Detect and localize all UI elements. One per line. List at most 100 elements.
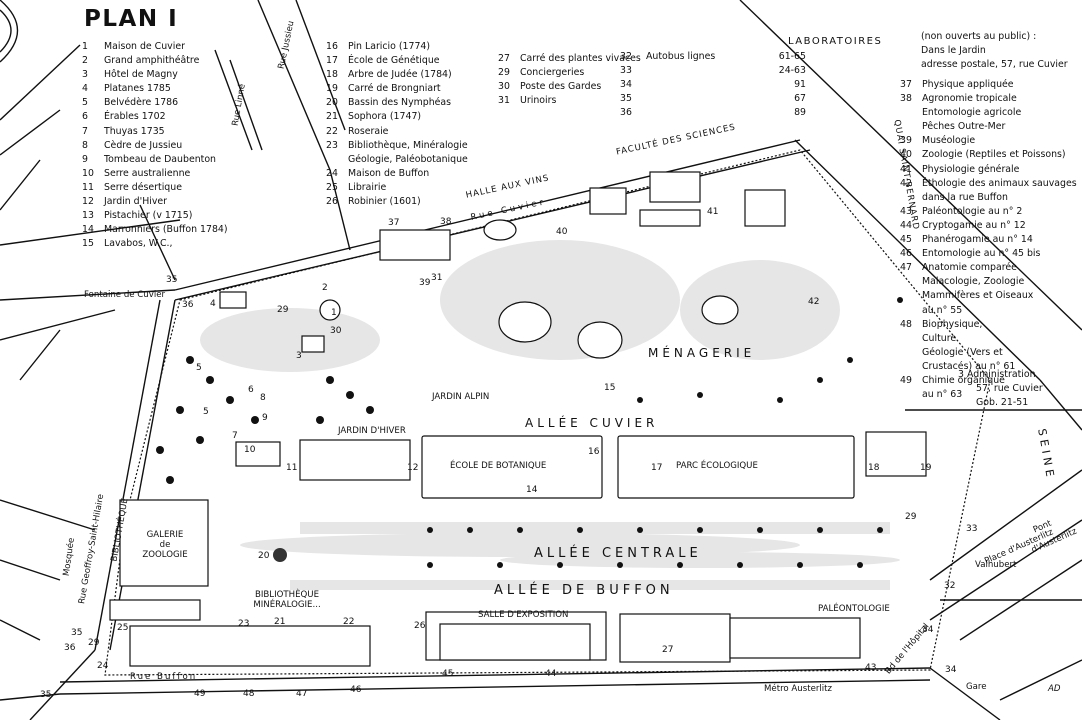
legend-item-text: Belvédère 1786 xyxy=(104,97,179,109)
svg-text:31: 31 xyxy=(431,273,442,283)
legend-item-number: 8 xyxy=(82,139,88,151)
svg-text:14: 14 xyxy=(526,485,538,495)
svg-text:44: 44 xyxy=(545,669,557,679)
label-rue-buffon: Rue Buffon xyxy=(130,672,198,682)
label-allee-centrale: ALLÉE CENTRALE xyxy=(534,546,702,561)
legend-item-number: 9 xyxy=(82,153,88,165)
bus-number: 36 xyxy=(620,107,632,119)
lab-item-number: 39 xyxy=(900,135,912,147)
lab-item-number xyxy=(900,304,922,318)
legend-item-text: Arbre de Judée (1784) xyxy=(348,69,452,81)
svg-text:11: 11 xyxy=(286,463,297,473)
legend-item-text: Roseraie xyxy=(348,125,389,137)
svg-text:25: 25 xyxy=(117,623,128,633)
legend-item-text: Marronniers (Buffon 1784) xyxy=(104,224,228,236)
lab-item-text: Entomologie au n° 45 bis xyxy=(922,248,1041,260)
svg-text:2: 2 xyxy=(322,283,328,293)
label-valhubert: Valhubert xyxy=(975,560,1017,570)
lab-item-number: 45 xyxy=(900,234,912,246)
bus-lines: 61-65 xyxy=(778,51,806,62)
legend-item-text: Carré de Brongniart xyxy=(348,83,441,95)
svg-text:36: 36 xyxy=(182,300,194,310)
legend-item-number: 25 xyxy=(326,181,338,193)
legend-item-row: Géologie, Paléobotanique xyxy=(326,153,468,167)
trees xyxy=(156,297,903,568)
legend-item-text: Robinier (1601) xyxy=(348,196,421,208)
svg-text:26: 26 xyxy=(414,621,426,631)
lab-item-row: 46 Entomologie au n° 45 bis xyxy=(900,247,1077,261)
lab-item-number: 44 xyxy=(900,219,912,231)
legend-item-number: 20 xyxy=(326,97,338,109)
legend-item-number: 12 xyxy=(82,196,94,208)
svg-text:48: 48 xyxy=(243,689,255,699)
svg-text:5: 5 xyxy=(203,407,209,417)
svg-text:30: 30 xyxy=(330,326,342,336)
legend-item-number: 6 xyxy=(82,111,88,123)
svg-text:29: 29 xyxy=(277,305,289,315)
labs-intro-line: adresse postale, 57, rue Cuvier xyxy=(921,59,1068,71)
lab-item-row: Mammifères et Oiseaux xyxy=(900,289,1077,303)
svg-text:47: 47 xyxy=(296,689,307,699)
svg-text:35: 35 xyxy=(40,690,51,700)
legend-item-text: Lavabos, W.C., xyxy=(104,238,173,250)
legend-item-text: Serre australienne xyxy=(104,167,191,179)
legend-item-text: Bibliothèque, Minéralogie xyxy=(348,139,468,151)
lab-item-number xyxy=(900,106,922,120)
lab-item-text: Agronomie tropicale xyxy=(922,93,1017,105)
legend-item-text: École de Génétique xyxy=(348,55,440,67)
label-galerie: GALERIE de ZOOLOGIE xyxy=(140,530,190,560)
bus-lines: 67 xyxy=(794,93,806,105)
svg-text:3: 3 xyxy=(296,351,302,361)
lab-item-row: Entomologie agricole xyxy=(900,106,1077,120)
label-paleontologie: PALÉONTOLOGIE xyxy=(818,604,890,614)
legend-item-number: 24 xyxy=(326,167,338,179)
legend-item-row: 26 Robinier (1601) xyxy=(326,195,468,209)
svg-text:39: 39 xyxy=(419,278,431,288)
lab-item-number: 46 xyxy=(900,248,912,260)
lab-item-number xyxy=(900,360,922,374)
bus-text xyxy=(646,106,746,120)
lab-item-text: Muséologie xyxy=(922,135,976,147)
legend-item-number: 10 xyxy=(82,167,94,179)
legend-item-number: 31 xyxy=(498,95,510,107)
lab-item-row: Malacologie, Zoologie xyxy=(900,275,1077,289)
legend-item-number: 26 xyxy=(326,196,338,208)
labs-intro-line: Dans le Jardin xyxy=(921,45,986,57)
legend-item-number: 11 xyxy=(82,181,94,193)
lab-item-text: au n° 63 xyxy=(922,389,963,401)
paths xyxy=(200,240,900,590)
legend-item-number: 23 xyxy=(326,139,338,151)
lab-item-number: 49 xyxy=(900,374,912,386)
lab-item-row: au n° 63 xyxy=(900,388,1077,402)
lab-item-text: au n° 55 xyxy=(922,304,963,316)
svg-text:43: 43 xyxy=(865,663,876,673)
lab-item-row: dans la rue Buffon xyxy=(900,191,1077,205)
lab-item-row: Pêches Outre-Mer xyxy=(900,120,1077,134)
lab-item-row: Géologie (Vers et xyxy=(900,346,1077,360)
